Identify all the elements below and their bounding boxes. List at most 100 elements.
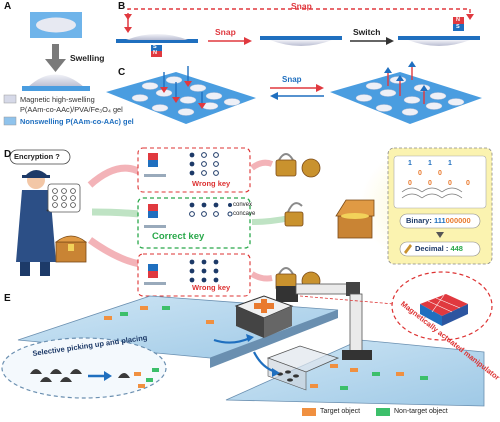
b-magnet-2-n xyxy=(453,17,464,24)
treasure-chest-left xyxy=(54,235,88,263)
binary-digit-7: 0 xyxy=(428,180,432,187)
swollen-gel-base xyxy=(22,86,90,91)
b-gel-3-base xyxy=(398,36,480,40)
decimal-value: 448 xyxy=(450,244,463,253)
panel-label-d: D xyxy=(4,149,12,160)
manipulator-side-right xyxy=(264,306,292,338)
pickup-inset-objects xyxy=(30,369,82,382)
wrong-key-top-label: Wrong key xyxy=(192,179,231,188)
c-domes-left xyxy=(131,76,241,116)
c-snap-label: Snap xyxy=(282,75,302,84)
snap-top-label: Snap xyxy=(291,1,312,11)
legend-nontarget-label: Non-target object xyxy=(394,408,448,415)
conveyor-left-edge xyxy=(210,310,338,368)
encryption-bubble xyxy=(9,149,71,165)
legend-nonswelling: Nonswelling P(AAm-co-AAc) gel xyxy=(20,117,134,126)
decimal-pill xyxy=(399,241,481,257)
binary-digit-6: 0 xyxy=(408,180,412,187)
binary-digit-9: 0 xyxy=(466,180,470,187)
wrong-key-box-bottom xyxy=(137,253,251,297)
move-arrow-left xyxy=(213,336,251,344)
treasure-chest-open xyxy=(335,199,375,239)
manipulator-inset-blocks xyxy=(420,294,468,326)
wrong-key-top-dots xyxy=(189,152,219,176)
inset-leader xyxy=(299,295,395,305)
key-icon xyxy=(404,244,412,254)
snap-mid-label: Snap xyxy=(215,27,236,37)
legend-swatch-nonswelling xyxy=(3,116,17,126)
decode-gel-stack xyxy=(401,187,463,199)
binary-pill xyxy=(399,213,481,229)
objects-on-conveyor-left xyxy=(104,306,214,324)
path-to-wrong-key-top xyxy=(87,164,142,188)
swelling-arrow-head xyxy=(45,59,66,72)
pickup-inset-result xyxy=(118,368,159,388)
manipulator-cross-v xyxy=(261,299,267,313)
b-magnet-1-n xyxy=(151,51,162,57)
panel-a xyxy=(3,12,90,126)
pattern-card xyxy=(47,183,81,213)
binary-digit-5: 0 xyxy=(438,170,442,177)
binary-digit-2: 1 xyxy=(428,160,432,167)
legend-target-label: Target object xyxy=(320,408,361,415)
correct-key-box xyxy=(137,197,251,249)
legend-nontarget-swatch xyxy=(376,408,390,416)
binary-digit-3: 1 xyxy=(448,160,452,167)
c-field-arrows-left xyxy=(163,66,203,104)
snap-down-arrow-head xyxy=(124,27,132,33)
pattern-dots xyxy=(52,188,76,208)
b-magnet-2-s xyxy=(453,24,464,31)
c-snap-arrow-left-head xyxy=(270,92,278,100)
legend-target-swatch xyxy=(302,408,316,416)
magnet-2-s-label: S xyxy=(456,24,460,30)
correct-key-label: Correct key xyxy=(152,231,205,242)
path-to-correct-key xyxy=(91,208,141,218)
robot-arm xyxy=(276,282,372,360)
binary-digit-1: 1 xyxy=(408,160,412,167)
b-gel-1-base xyxy=(116,39,198,43)
wrong-key-bottom-dots xyxy=(189,259,219,283)
legend-magnetic-line2: P(AAm-co-AAc)/PVA/Fe₃O₄ gel xyxy=(20,105,123,114)
path-to-wrong-key-bottom xyxy=(87,237,141,268)
b-gel-3-dome-down xyxy=(408,40,470,46)
concave-label: concave xyxy=(233,211,256,217)
switch-label: Switch xyxy=(353,27,381,37)
snap-top-line xyxy=(127,8,471,17)
wrong-key-bottom-label: Wrong key xyxy=(192,283,231,292)
magnet-2-n-label: N xyxy=(456,17,460,23)
panel-label-a: A xyxy=(4,1,12,12)
panel-e xyxy=(1,271,493,416)
b-magnet-1-s xyxy=(151,45,162,51)
binary-digit-8: 0 xyxy=(448,180,452,187)
flat-gel-dome xyxy=(36,17,76,33)
snap-mid-arrow-head xyxy=(244,37,252,45)
panel-c xyxy=(106,61,482,124)
c-snap-arrow-right-head xyxy=(316,84,324,92)
objects-on-conveyor-right xyxy=(310,364,428,390)
b-gel-2-dome-down xyxy=(270,40,332,46)
unlocked-lock-icon xyxy=(284,202,304,227)
panel-label-b: B xyxy=(118,1,126,12)
container-dots xyxy=(277,370,299,382)
binary-to-decimal-arrow xyxy=(436,232,444,238)
correct-key-dots xyxy=(189,202,233,217)
pickup-inset xyxy=(1,337,167,399)
binary-label-text: Binary: xyxy=(406,216,432,225)
panel-label-e: E xyxy=(4,293,11,304)
c-field-arrows-right xyxy=(387,66,425,104)
manipulator-side xyxy=(236,306,264,338)
panel-d xyxy=(9,145,500,297)
magnet-n-label: N xyxy=(153,50,157,56)
legend-swatch-magnetic xyxy=(3,94,17,104)
panel-b xyxy=(116,8,480,57)
swelling-arrow-shaft xyxy=(52,44,59,60)
switch-arrow-head xyxy=(386,37,394,45)
b-gel-1-dome xyxy=(126,34,188,40)
wrong-key-box-top xyxy=(137,147,251,193)
legend-magnetic-line1: Magnetic high-swelling xyxy=(20,95,95,104)
c-field-arrow-heads-left xyxy=(160,81,206,109)
binary-digit-4: 0 xyxy=(418,170,422,177)
swollen-gel-dome xyxy=(28,74,84,87)
snap-top-arrow-right xyxy=(466,14,474,20)
